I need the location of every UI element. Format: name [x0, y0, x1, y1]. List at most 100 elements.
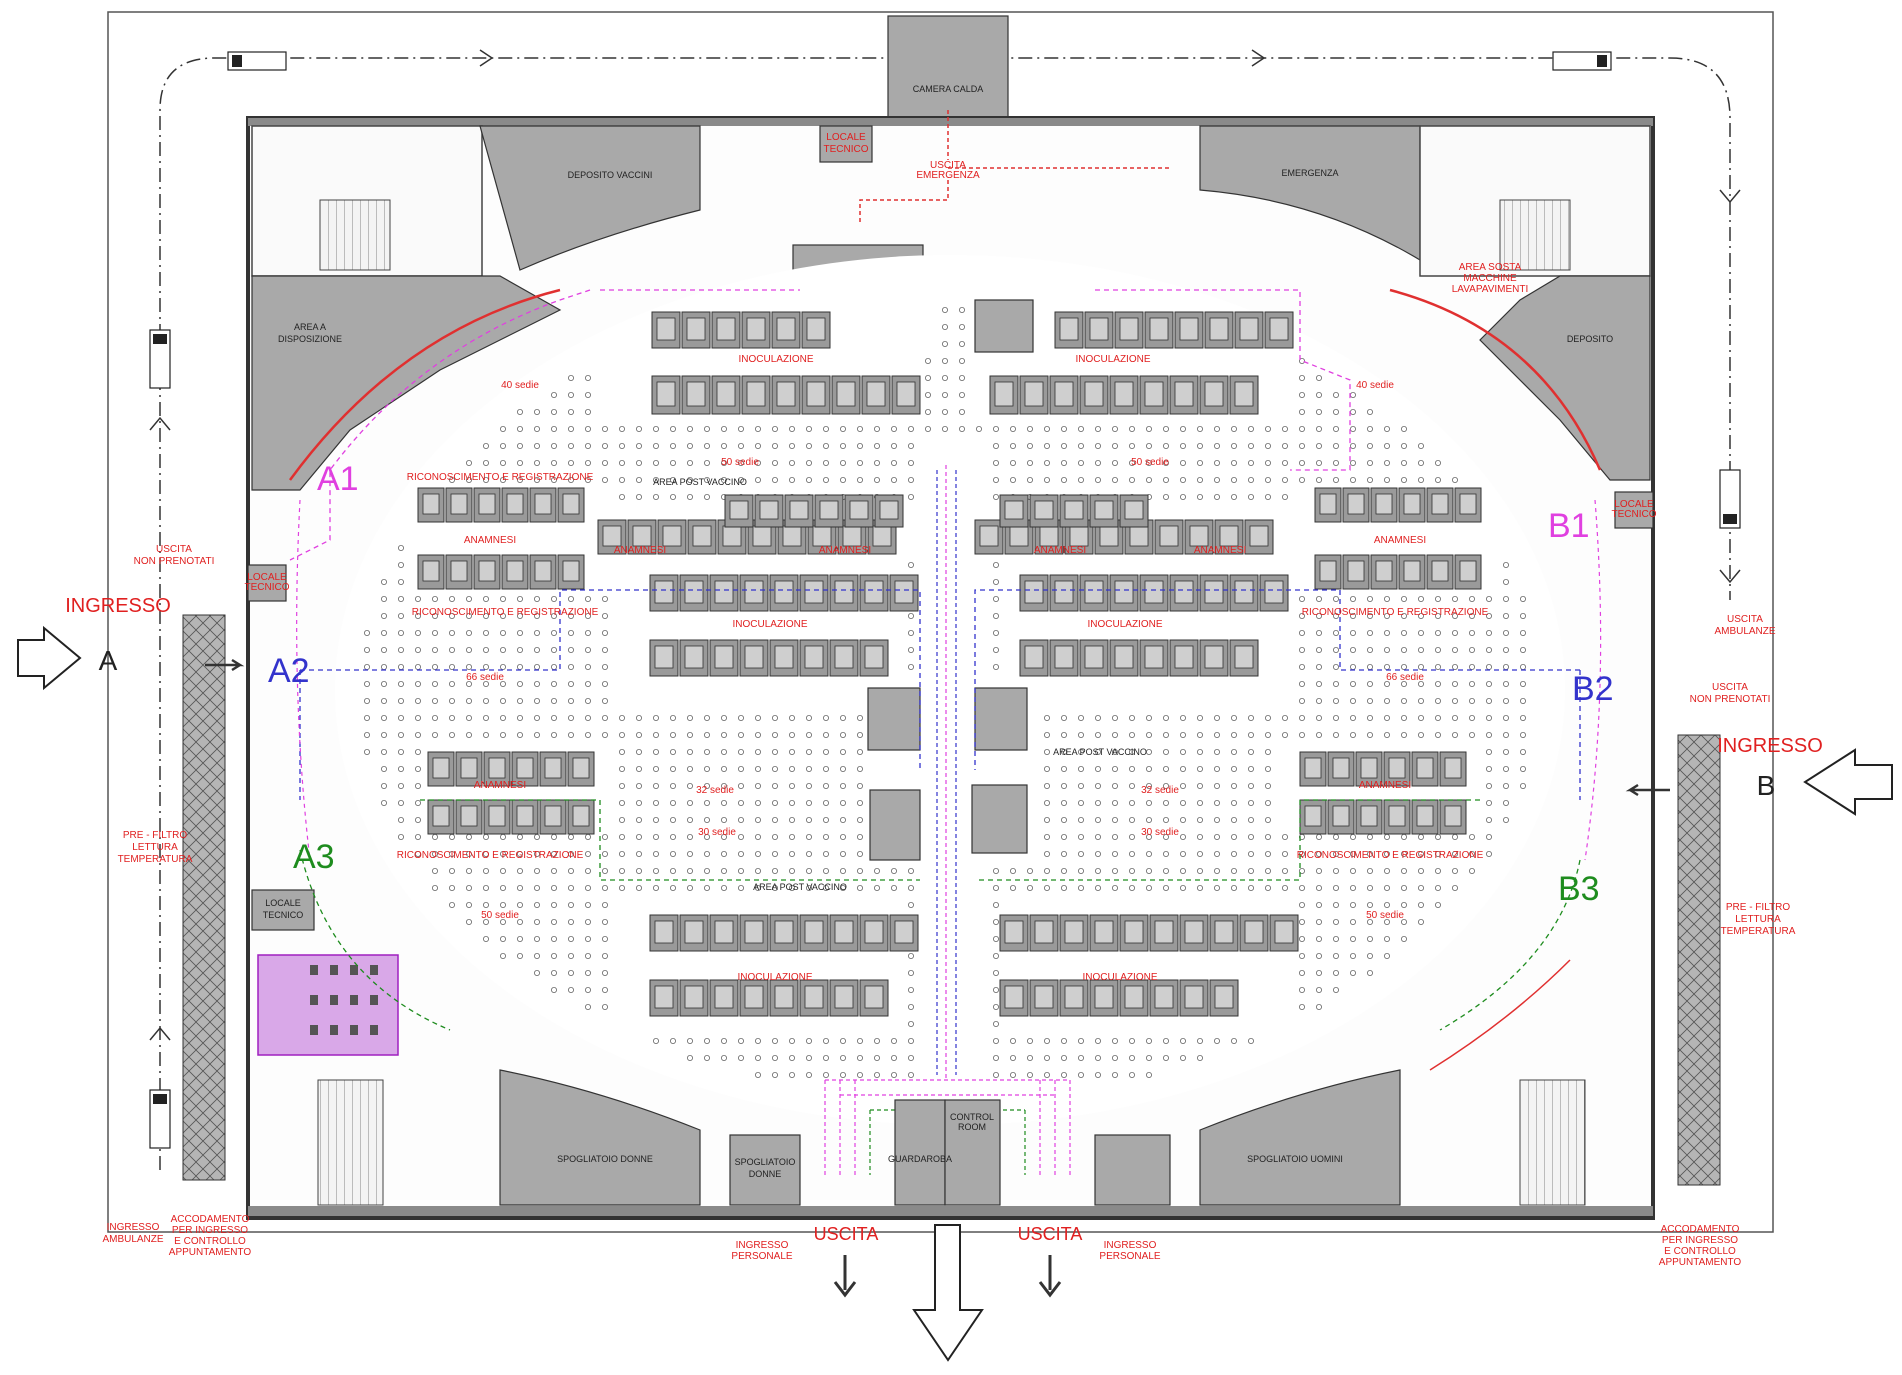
- seat: [1384, 919, 1391, 926]
- seat: [482, 732, 489, 739]
- seat: [568, 596, 575, 603]
- seat: [1316, 732, 1323, 739]
- seat: [636, 715, 643, 722]
- seat: [840, 834, 847, 841]
- ambulance-icon: [1719, 469, 1741, 529]
- seat: [499, 851, 506, 858]
- seat: [568, 732, 575, 739]
- seat: [772, 442, 779, 449]
- seat: [414, 698, 421, 705]
- seat: [857, 834, 864, 841]
- emergenza-top-label: EMERGENZA: [1281, 168, 1338, 178]
- seat: [397, 647, 404, 654]
- seat: [891, 459, 898, 466]
- seat: [772, 476, 779, 483]
- seat: [1231, 885, 1238, 892]
- seat: [1095, 800, 1102, 807]
- booth-interior: [894, 920, 914, 944]
- seat: [517, 698, 524, 705]
- seat: [1435, 715, 1442, 722]
- seat: [1486, 698, 1493, 705]
- seat: [568, 408, 575, 415]
- seat: [1401, 476, 1408, 483]
- seat: [1265, 817, 1272, 824]
- seat: [1129, 783, 1136, 790]
- seat: [1129, 1055, 1136, 1062]
- route-zone-1-outer: [296, 499, 1602, 861]
- seat: [619, 749, 626, 756]
- booth-interior: [746, 317, 766, 341]
- accodamento-b-1: ACCODAMENTO: [1661, 1224, 1740, 1235]
- seat: [1282, 493, 1289, 500]
- seat: [517, 902, 524, 909]
- seat: [687, 766, 694, 773]
- booth-interior: [1214, 985, 1234, 1009]
- booth-interior: [804, 920, 824, 944]
- booth-interior: [864, 985, 884, 1009]
- seat: [908, 987, 915, 994]
- control-room: [944, 1099, 1001, 1206]
- zone-a1-label: A1: [317, 460, 359, 498]
- seat: [1299, 596, 1306, 603]
- seat: [551, 868, 558, 875]
- seat: [602, 698, 609, 705]
- seat: [1401, 919, 1408, 926]
- seat: [585, 970, 592, 977]
- seat: [840, 783, 847, 790]
- seat: [1520, 613, 1527, 620]
- seat: [942, 323, 949, 330]
- seat: [636, 732, 643, 739]
- seat: [1350, 681, 1357, 688]
- seat: [959, 408, 966, 415]
- seat: [1231, 715, 1238, 722]
- seat: [1146, 783, 1153, 790]
- seat: [1044, 885, 1051, 892]
- seat: [363, 732, 370, 739]
- seat: [431, 698, 438, 705]
- seat: [499, 715, 506, 722]
- booth-interior: [1149, 317, 1169, 341]
- seat: [653, 783, 660, 790]
- booth-interior: [716, 317, 736, 341]
- seat: [1384, 647, 1391, 654]
- seat: [534, 698, 541, 705]
- seat: [465, 851, 472, 858]
- seat: [925, 425, 932, 432]
- seat: [772, 766, 779, 773]
- seat: [363, 749, 370, 756]
- seat: [1010, 885, 1017, 892]
- booth-interior: [1332, 757, 1350, 779]
- seat: [1401, 630, 1408, 637]
- seat: [806, 1055, 813, 1062]
- seat: [1435, 902, 1442, 909]
- seat: [1231, 834, 1238, 841]
- seat: [534, 919, 541, 926]
- seat: [1316, 647, 1323, 654]
- seat: [1010, 1055, 1017, 1062]
- seat: [1333, 647, 1340, 654]
- seat: [993, 1055, 1000, 1062]
- seat: [1112, 783, 1119, 790]
- seat: [636, 817, 643, 824]
- seat: [1044, 425, 1051, 432]
- seat: [823, 1072, 830, 1079]
- ne-stairs: [1499, 199, 1571, 271]
- booth-interior: [450, 493, 468, 515]
- seat: [551, 885, 558, 892]
- seat: [431, 596, 438, 603]
- zone-a2-label: A2: [268, 652, 310, 690]
- seat: [585, 408, 592, 415]
- seat: [1503, 681, 1510, 688]
- center-route-line: [936, 470, 957, 1075]
- seat: [806, 732, 813, 739]
- seat: [1452, 885, 1459, 892]
- seat: [414, 749, 421, 756]
- seat: [874, 1072, 881, 1079]
- seat: [1180, 425, 1187, 432]
- se-stairs: [1519, 1079, 1586, 1206]
- booth-interior: [752, 525, 772, 547]
- seat: [1180, 1055, 1187, 1062]
- seat: [687, 834, 694, 841]
- seat: [874, 1038, 881, 1045]
- booth-interior: [806, 317, 826, 341]
